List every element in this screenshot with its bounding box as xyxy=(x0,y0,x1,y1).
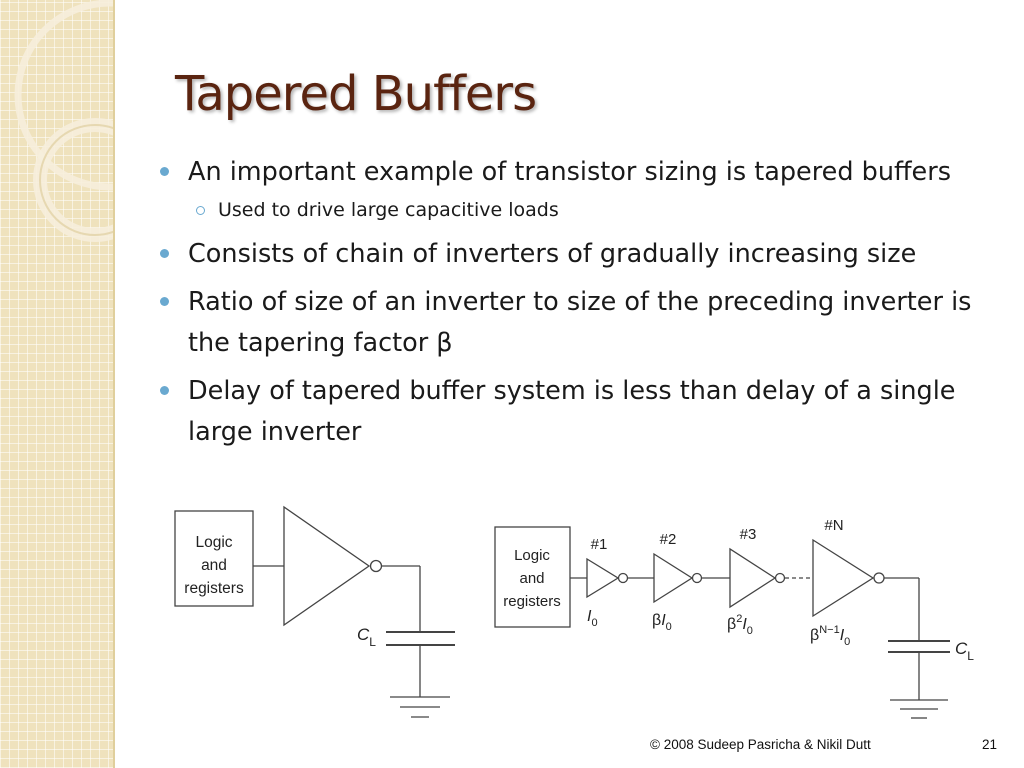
logic-label-line: Logic xyxy=(514,547,550,564)
bullet-dot-icon xyxy=(160,386,169,395)
bullet-dot-icon xyxy=(160,249,169,258)
bullet-text: Ratio of size of an inverter to size of … xyxy=(188,287,972,358)
inverter-stage-2 xyxy=(653,552,694,604)
bullet-text: An important example of transistor sizin… xyxy=(188,157,952,187)
decorative-sidebar xyxy=(0,0,115,768)
bullet-list: An important example of transistor sizin… xyxy=(160,152,1020,460)
bullet-item: Delay of tapered buffer system is less t… xyxy=(160,371,1018,453)
stage-size-label: βN−1I0 xyxy=(810,624,850,648)
stage-label: #1 xyxy=(591,536,608,553)
sub-bullet-item: Used to drive large capacitive loads xyxy=(160,196,1020,224)
bullet-dot-icon xyxy=(160,167,169,176)
stage-label: #N xyxy=(824,517,843,534)
slide-title: Tapered Buffers xyxy=(175,66,537,122)
stage-size-label: βI0 xyxy=(652,612,672,633)
inverter-stage-1 xyxy=(586,557,620,599)
stage-label: #2 xyxy=(660,531,677,548)
logic-label-line: and xyxy=(519,570,544,587)
logic-block xyxy=(174,510,254,607)
large-inverter xyxy=(283,505,371,627)
inverter-stage-3 xyxy=(729,547,777,609)
logic-block xyxy=(494,526,571,628)
bullet-text: Delay of tapered buffer system is less t… xyxy=(188,376,956,447)
capacitor-label: CL xyxy=(357,625,376,649)
stage-label: #3 xyxy=(740,526,757,543)
page-number: 21 xyxy=(982,737,998,752)
decorative-rings xyxy=(14,0,113,242)
bullet-text: Consists of chain of inverters of gradua… xyxy=(188,239,917,269)
bullet-dot-icon xyxy=(160,297,169,306)
bullet-item: Ratio of size of an inverter to size of … xyxy=(160,282,1018,364)
logic-label-line: registers xyxy=(184,580,244,597)
logic-label-line: registers xyxy=(503,593,561,610)
stage-size-label: β2I0 xyxy=(727,613,753,637)
logic-label-line: and xyxy=(201,557,227,574)
logic-label-line: Logic xyxy=(195,534,232,551)
stage-size-label: I0 xyxy=(587,608,598,629)
capacitor-label: CL xyxy=(955,639,974,663)
footer-copyright: © 2008 Sudeep Pasricha & Nikil Dutt xyxy=(650,737,871,752)
sub-bullet-text: Used to drive large capacitive loads xyxy=(218,199,559,221)
inverter-stage-n xyxy=(812,538,875,618)
bullet-item: Consists of chain of inverters of gradua… xyxy=(160,234,1020,275)
bullet-item: An important example of transistor sizin… xyxy=(160,152,1020,193)
sub-bullet-ring-icon xyxy=(196,206,205,215)
